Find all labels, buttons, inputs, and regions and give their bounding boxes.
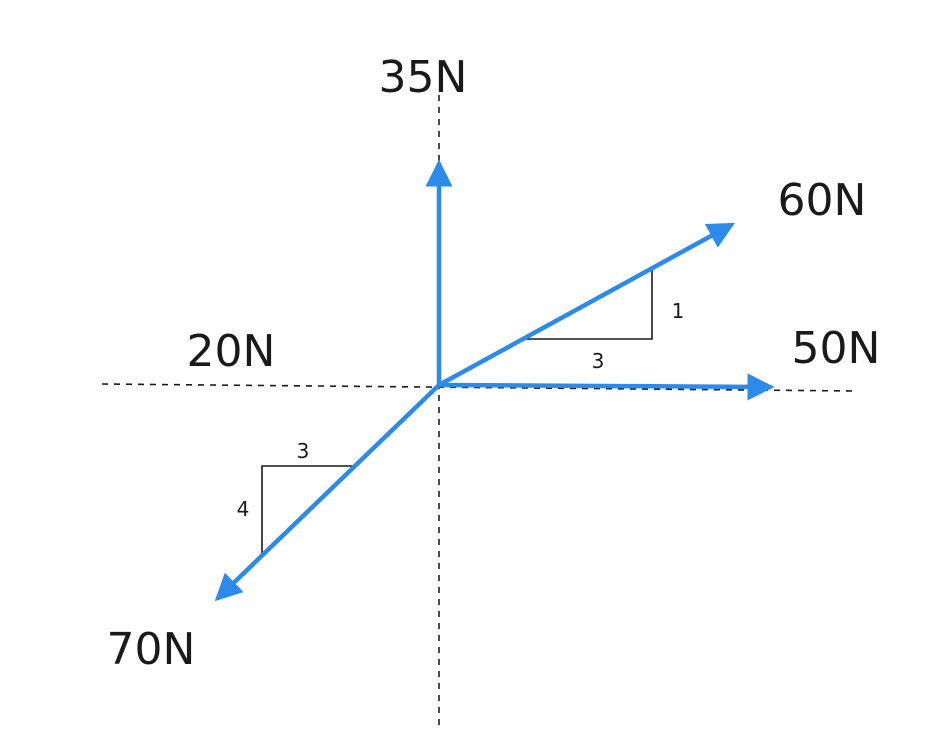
label-20n: 20N — [187, 326, 276, 377]
horizontal-axis — [101, 383, 856, 392]
slope-triangle-60n — [526, 268, 653, 340]
slope-triangle-70n — [261, 465, 355, 554]
label-35n: 35N — [379, 52, 468, 103]
slope-70n-rise: 4 — [237, 497, 250, 521]
slope-60n-rise: 1 — [672, 299, 685, 323]
force-vector-50n — [436, 373, 775, 401]
slope-70n-run: 3 — [297, 439, 310, 463]
label-50n: 50N — [792, 323, 881, 374]
label-70n: 70N — [107, 624, 196, 675]
slope-60n-run: 3 — [592, 349, 605, 373]
force-vector-60n — [436, 222, 735, 388]
force-vector-70n — [214, 382, 442, 602]
label-60n: 60N — [778, 175, 867, 226]
